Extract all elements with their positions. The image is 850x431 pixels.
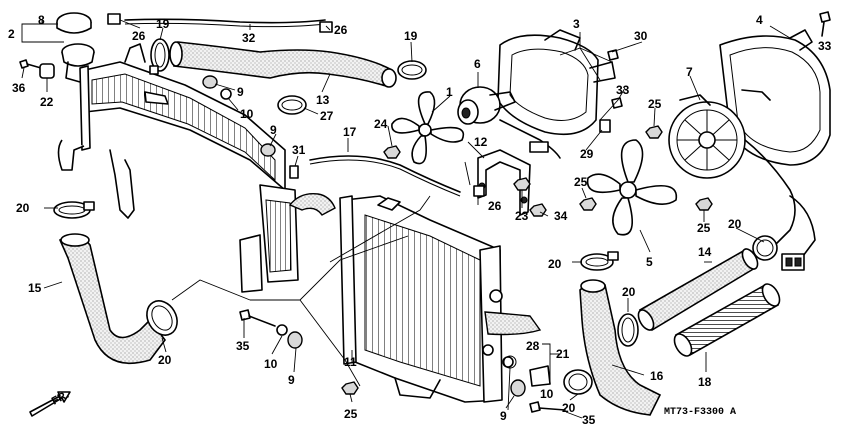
label-20b: 20 — [158, 353, 172, 367]
hose-clamp-27 — [277, 95, 307, 115]
label-11: 11 — [344, 355, 357, 369]
hose-clamp-20c — [580, 251, 619, 271]
hose-clamp-20d — [617, 313, 639, 347]
label-23: 23 — [515, 209, 529, 223]
hose-clamp-20b — [146, 300, 178, 336]
label-20a: 20 — [16, 201, 30, 215]
breather-tube — [309, 155, 461, 193]
label-10b: 10 — [264, 357, 278, 371]
label-33a: 33 — [818, 39, 832, 53]
cooling-fan-right — [586, 139, 678, 236]
hose-clamp-19b — [397, 60, 427, 80]
label-9d: 9 — [500, 409, 507, 423]
label-32: 32 — [242, 31, 256, 45]
label-7: 7 — [686, 65, 693, 79]
label-30: 30 — [634, 29, 648, 43]
radiator-connector-hose — [288, 193, 336, 216]
label-26c: 26 — [488, 199, 502, 213]
label-20e: 20 — [562, 401, 576, 415]
breather-tube-inner — [309, 159, 461, 197]
fan-connector — [781, 195, 816, 271]
label-24: 24 — [374, 117, 388, 131]
label-25d: 25 — [344, 407, 358, 421]
label-20c: 20 — [548, 257, 562, 271]
label-9b: 9 — [270, 123, 277, 137]
leader-lines — [21, 19, 791, 419]
label-18: 18 — [698, 375, 712, 389]
fan-motor-left — [457, 86, 561, 159]
label-15: 15 — [28, 281, 42, 295]
label-20d: 20 — [622, 285, 636, 299]
fasteners — [19, 11, 831, 413]
hose-clamp-20a — [53, 201, 95, 219]
diagram-code: MT73-F3300 A — [664, 407, 736, 418]
hose-clamp-20f — [752, 235, 778, 261]
label-5: 5 — [646, 255, 653, 269]
label-14: 14 — [698, 245, 712, 259]
label-35a: 35 — [236, 339, 250, 353]
label-10a: 10 — [240, 107, 254, 121]
lower-radiator — [339, 195, 542, 403]
radiator-cap — [56, 12, 95, 83]
cooling-fan-left — [391, 91, 465, 165]
label-9a: 9 — [237, 85, 244, 99]
label-28: 28 — [526, 339, 540, 353]
label-10c: 10 — [540, 387, 554, 401]
label-25a: 25 — [648, 97, 662, 111]
label-16: 16 — [650, 369, 664, 383]
label-29: 29 — [580, 147, 594, 161]
label-26b: 26 — [334, 23, 348, 37]
fan-motor-right — [668, 94, 796, 246]
label-25c: 25 — [697, 221, 711, 235]
label-19a: 19 — [156, 17, 170, 31]
overflow-tube — [124, 18, 326, 24]
label-8: 8 — [38, 13, 45, 27]
label-35b: 35 — [582, 413, 596, 427]
upper-hose — [169, 41, 397, 88]
label-26a: 26 — [132, 29, 146, 43]
label-20f: 20 — [728, 217, 742, 231]
fan-shroud-left — [497, 29, 616, 136]
label-17: 17 — [343, 125, 357, 139]
lower-left-hose — [58, 233, 166, 364]
ribbed-hose — [673, 283, 781, 357]
label-31: 31 — [292, 143, 306, 157]
fan-shroud-right — [719, 29, 831, 166]
label-6: 6 — [474, 57, 481, 71]
label-4: 4 — [756, 13, 763, 27]
lower-right-hose — [579, 279, 662, 416]
label-19b: 19 — [404, 29, 418, 43]
overflow-tube-inner — [124, 22, 326, 28]
part-labels: 2 8 36 22 26 19 32 26 19 9 10 13 27 9 31… — [8, 13, 832, 427]
label-2: 2 — [8, 27, 15, 41]
label-1: 1 — [446, 85, 453, 99]
upper-radiator — [57, 43, 299, 293]
label-9c: 9 — [288, 373, 295, 387]
label-3: 3 — [573, 17, 580, 31]
hose-clamp-19a — [149, 38, 170, 75]
label-22: 22 — [40, 95, 54, 109]
label-27: 27 — [320, 109, 334, 123]
front-direction-arrow — [29, 391, 71, 417]
label-36: 36 — [12, 81, 26, 95]
label-34: 34 — [554, 209, 568, 223]
label-33b: 33 — [616, 83, 630, 97]
hose-clamp-20e — [563, 369, 593, 395]
label-25b: 25 — [574, 175, 588, 189]
label-21: 21 — [556, 347, 570, 361]
label-12: 12 — [474, 135, 488, 149]
label-13: 13 — [316, 93, 330, 107]
